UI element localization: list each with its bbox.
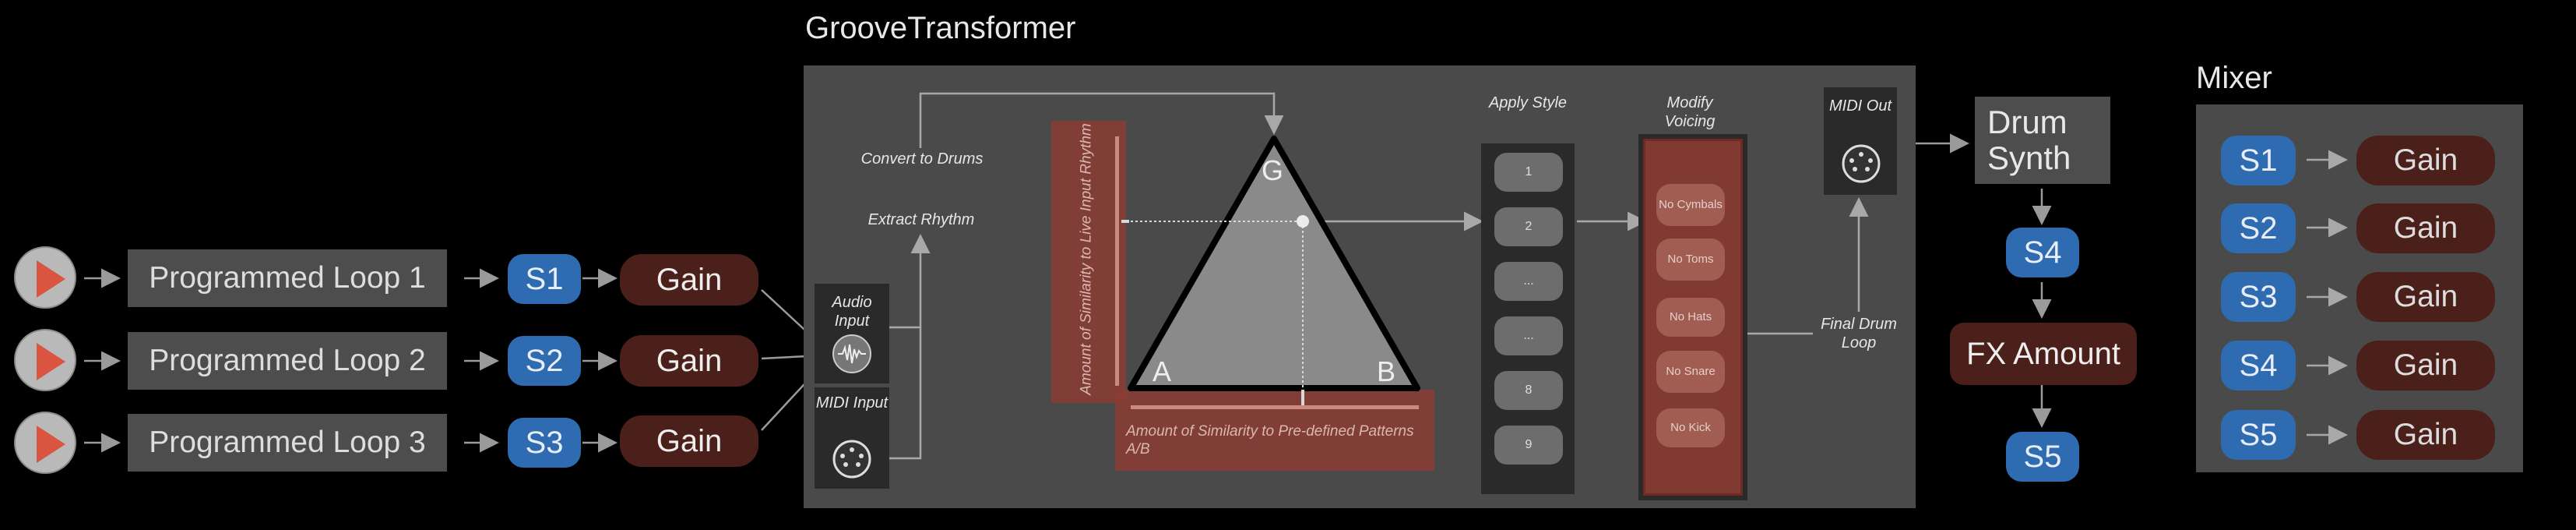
pattern-similarity-track	[1131, 405, 1419, 409]
convert-to-drums-label: Convert to Drums	[860, 150, 984, 168]
play-button-loop-1[interactable]	[14, 246, 76, 309]
send-s4[interactable]: S4	[2006, 228, 2079, 277]
pattern-similarity-bar[interactable]: Amount of Similarity to Pre-defined Patt…	[1115, 390, 1434, 471]
mixer-gain-3[interactable]: Gain	[2356, 272, 2495, 322]
play-button-loop-3[interactable]	[14, 412, 76, 474]
apply-style-label: Apply Style	[1488, 94, 1568, 111]
drum-synth-box: Drum Synth	[1975, 97, 2110, 184]
gain-loop-1[interactable]: Gain	[620, 254, 758, 306]
audio-input-label: Audio Input	[832, 294, 872, 330]
gain-loop-3[interactable]: Gain	[620, 415, 758, 467]
mixer-send-s2[interactable]: S2	[2221, 203, 2296, 253]
final-drum-loop-label: Final Drum Loop	[1821, 316, 1897, 352]
style-button-2[interactable]: 2	[1494, 207, 1563, 246]
live-similarity-bar[interactable]: Amount of Similarity to Live Input Rhyth…	[1051, 121, 1126, 403]
drum-synth-label: Drum Synth	[1987, 104, 2071, 176]
midi-out-label: MIDI Out	[1828, 97, 1892, 115]
mixer-send-s5[interactable]: S5	[2221, 410, 2296, 460]
loop-label: Programmed Loop 2	[149, 344, 426, 377]
gain-loop-2[interactable]: Gain	[620, 335, 758, 387]
mixer-gain-5[interactable]: Gain	[2356, 410, 2495, 460]
midi-out-box: MIDI Out	[1824, 87, 1897, 195]
triangle-position-handle[interactable]	[1297, 215, 1309, 228]
midi-input-label: MIDI Input	[815, 394, 889, 412]
mixer-send-s3[interactable]: S3	[2221, 272, 2296, 322]
pattern-similarity-label: Amount of Similarity to Pre-defined Patt…	[1126, 423, 1414, 458]
midi-port-icon[interactable]	[1841, 143, 1881, 184]
style-button-9[interactable]: 9	[1494, 426, 1563, 465]
voicing-no-snare[interactable]: No Snare	[1656, 351, 1725, 393]
programmed-loop-1: Programmed Loop 1	[128, 249, 447, 307]
send-s1[interactable]: S1	[508, 254, 581, 304]
midi-port-icon[interactable]	[832, 439, 872, 479]
mixer-gain-1[interactable]: Gain	[2356, 136, 2495, 186]
programmed-loop-3: Programmed Loop 3	[128, 414, 447, 472]
extract-rhythm-label: Extract Rhythm	[867, 211, 975, 228]
style-button-3[interactable]: ...	[1494, 262, 1563, 301]
send-s3[interactable]: S3	[508, 418, 581, 468]
play-icon	[37, 343, 65, 380]
mixer-send-s1[interactable]: S1	[2221, 136, 2296, 186]
corner-a-label: A	[1153, 355, 1172, 387]
mixer-send-s4[interactable]: S4	[2221, 341, 2296, 390]
play-icon	[37, 426, 65, 463]
fx-amount-knob[interactable]: FX Amount	[1950, 323, 2137, 385]
mixer-title: Mixer	[2196, 61, 2272, 95]
corner-g-label: G	[1262, 154, 1284, 186]
corner-b-label: B	[1377, 355, 1396, 387]
voicing-no-hats[interactable]: No Hats	[1656, 298, 1725, 337]
send-s5[interactable]: S5	[2006, 432, 2079, 482]
voicing-no-kick[interactable]: No Kick	[1656, 408, 1725, 447]
play-icon	[37, 260, 65, 298]
voicing-no-toms[interactable]: No Toms	[1656, 238, 1725, 281]
voicing-no-cymbals[interactable]: No Cymbals	[1656, 184, 1725, 226]
modify-voicing-label: Modify Voicing	[1664, 94, 1716, 130]
style-button-4[interactable]: ...	[1494, 316, 1563, 355]
send-s2[interactable]: S2	[508, 336, 581, 386]
play-button-loop-2[interactable]	[14, 329, 76, 391]
groove-transformer-title: GrooveTransformer	[805, 11, 1076, 45]
mixer-gain-4[interactable]: Gain	[2356, 341, 2495, 390]
live-similarity-track	[1115, 136, 1119, 386]
midi-input-box: MIDI Input	[815, 387, 889, 489]
style-button-8[interactable]: 8	[1494, 371, 1563, 410]
audio-input-box: Audio Input	[815, 284, 889, 383]
loop-label: Programmed Loop 3	[149, 426, 426, 459]
waveform-icon[interactable]	[832, 334, 872, 374]
loop-label: Programmed Loop 1	[149, 261, 426, 295]
style-button-1[interactable]: 1	[1494, 153, 1563, 192]
programmed-loop-2: Programmed Loop 2	[128, 332, 447, 390]
similarity-triangle[interactable]	[1121, 125, 1433, 405]
mixer-gain-2[interactable]: Gain	[2356, 203, 2495, 253]
